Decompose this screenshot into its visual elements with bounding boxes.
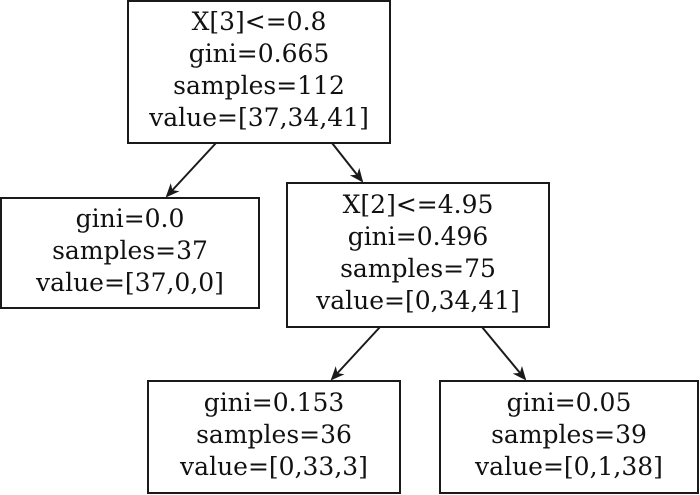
tree-node-right: X[2]<=4.95 gini=0.496 samples=75 value=[… (286, 182, 550, 328)
tree-edges (165, 142, 527, 381)
edge-right-rightleft (330, 326, 381, 381)
node-line: gini=0.665 (189, 39, 330, 68)
edge-root-left (165, 142, 217, 198)
node-line: X[2]<=4.95 (343, 190, 494, 219)
node-line: value=[37,34,41] (148, 103, 369, 132)
node-line: X[3]<=0.8 (192, 7, 327, 36)
node-line: samples=75 (340, 254, 496, 283)
tree-node-right-left: gini=0.153 samples=36 value=[0,33,3] (147, 380, 401, 494)
edge-root-right (331, 142, 364, 183)
node-line: samples=36 (196, 420, 352, 449)
node-line: gini=0.0 (76, 204, 185, 233)
node-line: gini=0.153 (204, 388, 345, 417)
tree-node-right-right: gini=0.05 samples=39 value=[0,1,38] (439, 380, 699, 494)
node-line: gini=0.05 (507, 388, 632, 417)
node-line: value=[0,34,41] (315, 286, 520, 315)
tree-node-root: X[3]<=0.8 gini=0.665 samples=112 value=[… (127, 0, 391, 144)
node-line: value=[0,33,3] (179, 452, 368, 481)
edge-right-rightright (481, 326, 527, 381)
node-line: samples=37 (52, 236, 208, 265)
node-line: gini=0.496 (348, 222, 489, 251)
node-line: samples=112 (173, 71, 345, 100)
node-line: value=[37,0,0] (35, 268, 224, 297)
node-line: samples=39 (491, 420, 647, 449)
node-line: value=[0,1,38] (474, 452, 663, 481)
tree-node-left: gini=0.0 samples=37 value=[37,0,0] (0, 197, 260, 309)
